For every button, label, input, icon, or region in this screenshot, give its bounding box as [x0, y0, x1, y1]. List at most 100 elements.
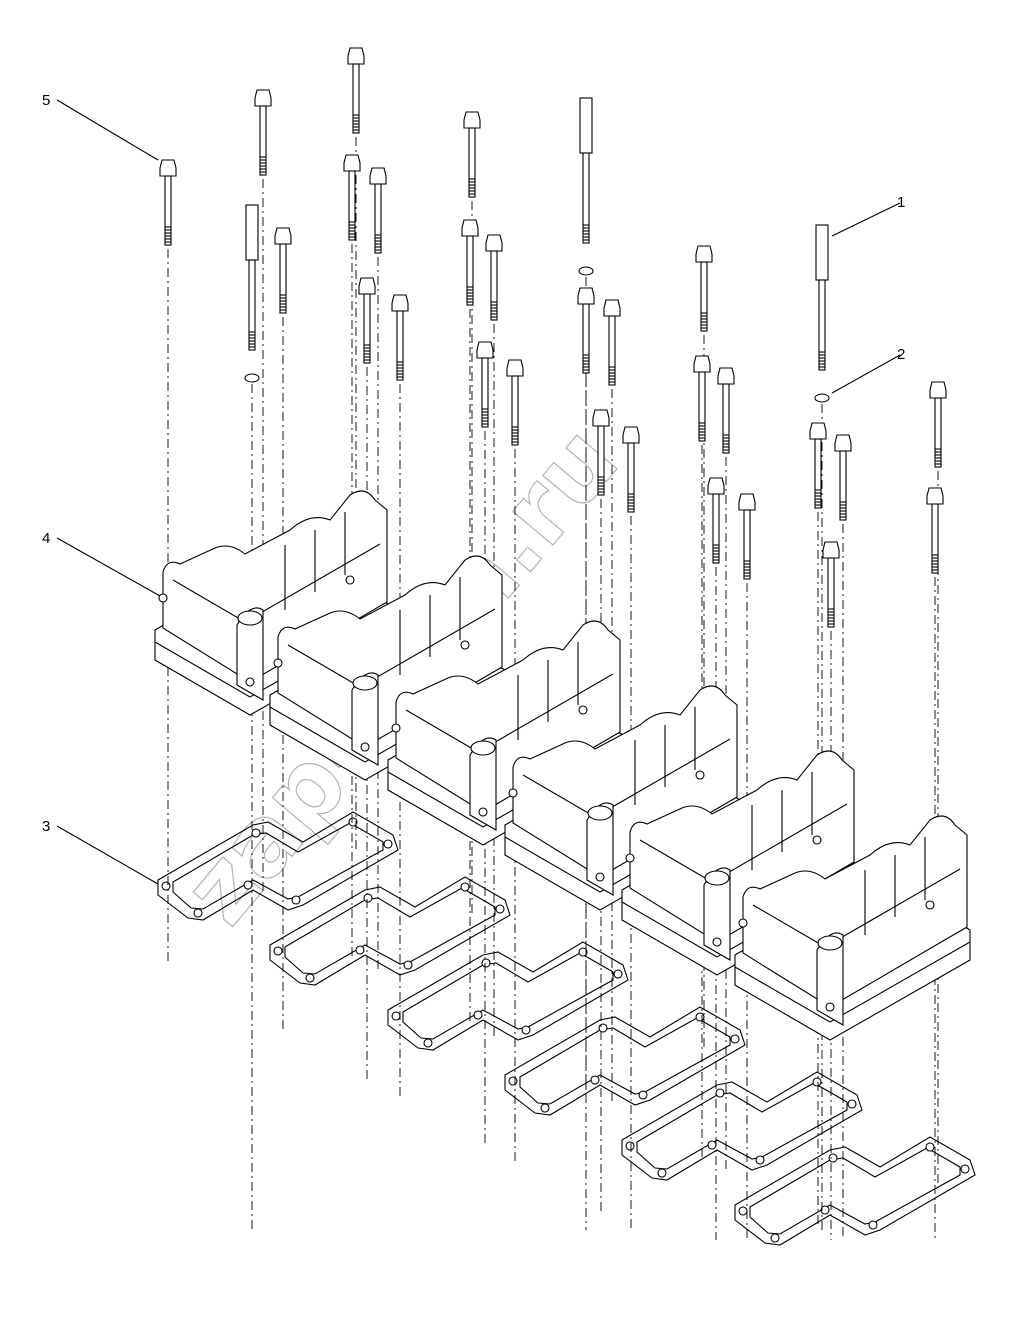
- cover-boss-top: [352, 675, 378, 691]
- gasket-outline: [157, 811, 399, 921]
- gasket-inner-edge: [172, 822, 384, 910]
- cover-bolt-hole: [825, 1002, 835, 1012]
- bolt: [822, 541, 840, 628]
- bolt: [343, 154, 361, 241]
- cover-flange-edge: [734, 941, 971, 1023]
- gasket-bolt-hole: [193, 908, 203, 918]
- gasket-bolt-hole: [715, 1088, 725, 1098]
- bolt: [254, 89, 272, 176]
- cover-bolt-hole: [245, 677, 255, 687]
- gasket-bolt-hole: [363, 893, 373, 903]
- gasket: [269, 876, 511, 986]
- gasket-inner-edge: [519, 1017, 731, 1105]
- cover-rib: [399, 577, 461, 675]
- cover-boss-top: [587, 805, 613, 821]
- cover-bolt-hole: [925, 900, 935, 910]
- bolt-shank: [352, 63, 360, 134]
- bolt-shank: [839, 450, 847, 521]
- bolt: [809, 422, 827, 509]
- bolt-shank: [827, 557, 835, 628]
- leader-1: [831, 202, 901, 237]
- cover-bolt-hole: [738, 918, 748, 928]
- cover-bolt-hole: [595, 872, 605, 882]
- gasket-bolt-hole: [707, 1140, 717, 1150]
- cover-bolt-hole: [158, 593, 168, 603]
- gasket-bolt-hole: [847, 1099, 857, 1109]
- bolt: [476, 341, 494, 428]
- bolt-shank: [374, 183, 382, 254]
- gasket-bolt-hole: [613, 969, 623, 979]
- washer: [578, 266, 594, 276]
- bolt-shank: [490, 250, 498, 321]
- cover-bolt-hole: [625, 853, 635, 863]
- bolt-head: [822, 541, 840, 559]
- stud: [578, 97, 594, 276]
- bolt-shank: [700, 261, 708, 332]
- bolt: [274, 227, 292, 314]
- callout-4: 4: [42, 530, 50, 547]
- bolt-head: [577, 287, 595, 305]
- bolt: [461, 219, 479, 306]
- cover-bolt-hole: [578, 705, 588, 715]
- gasket-bolt-hole: [638, 1090, 648, 1100]
- cover-bolt-hole: [695, 770, 705, 780]
- stud-shank: [582, 152, 590, 244]
- cover-rib: [634, 707, 696, 805]
- bolt-head: [159, 159, 177, 177]
- bolt: [506, 359, 524, 446]
- gasket: [621, 1071, 863, 1181]
- bolt: [577, 287, 595, 374]
- bolt: [159, 159, 177, 246]
- gasket-inner-edge: [749, 1147, 961, 1235]
- bolt-shank: [164, 175, 172, 246]
- bolt-shank: [743, 509, 751, 580]
- bolt-head: [929, 381, 947, 399]
- gasket: [387, 941, 629, 1051]
- bolt-head: [254, 89, 272, 107]
- gasket-bolt-hole: [657, 1168, 667, 1178]
- bolt: [463, 111, 481, 198]
- gasket-bolt-hole: [960, 1164, 970, 1174]
- callout-labels: 1 2 3 4 5: [42, 92, 905, 835]
- bolt-head: [926, 487, 944, 505]
- gasket-bolt-hole: [695, 1012, 705, 1022]
- bolt-shank: [597, 425, 605, 496]
- gasket-outline: [269, 876, 511, 986]
- bolt-shank: [722, 383, 730, 454]
- cover-boss-top: [704, 870, 730, 886]
- bolt: [391, 294, 409, 381]
- bolt-head: [592, 409, 610, 427]
- bolt: [485, 234, 503, 321]
- gasket-bolt-hole: [481, 958, 491, 968]
- bolt-head: [834, 434, 852, 452]
- gasket-outline: [734, 1136, 976, 1246]
- bolt: [695, 245, 713, 332]
- bolt-shank: [481, 357, 489, 428]
- gasket: [504, 1006, 746, 1116]
- bolt-shank: [363, 293, 371, 364]
- gasket-inner-edge: [284, 887, 496, 975]
- gasket-bolt-hole: [460, 882, 470, 892]
- bolt-shank: [698, 371, 706, 442]
- bolt-head: [343, 154, 361, 172]
- cover-rib: [751, 772, 813, 870]
- washer: [814, 393, 830, 403]
- bolt-head: [738, 493, 756, 511]
- bolt: [369, 167, 387, 254]
- bolt: [693, 355, 711, 442]
- cover-bolt-hole: [345, 575, 355, 585]
- gasket-bolt-hole: [770, 1233, 780, 1243]
- bolt-head: [463, 111, 481, 129]
- cover-bolt-hole: [360, 742, 370, 752]
- gasket-bolt-hole: [251, 828, 261, 838]
- bolt-shank: [931, 503, 939, 574]
- gasket-bolt-hole: [521, 1025, 531, 1035]
- stud-shank: [248, 259, 256, 351]
- gasket-bolt-hole: [473, 1010, 483, 1020]
- cover-bolt-hole: [391, 723, 401, 733]
- valve-cover-group: [154, 490, 971, 1041]
- bolt-head: [506, 359, 524, 377]
- gasket-bolt-hole: [403, 960, 413, 970]
- washer: [244, 373, 260, 383]
- bolt: [358, 277, 376, 364]
